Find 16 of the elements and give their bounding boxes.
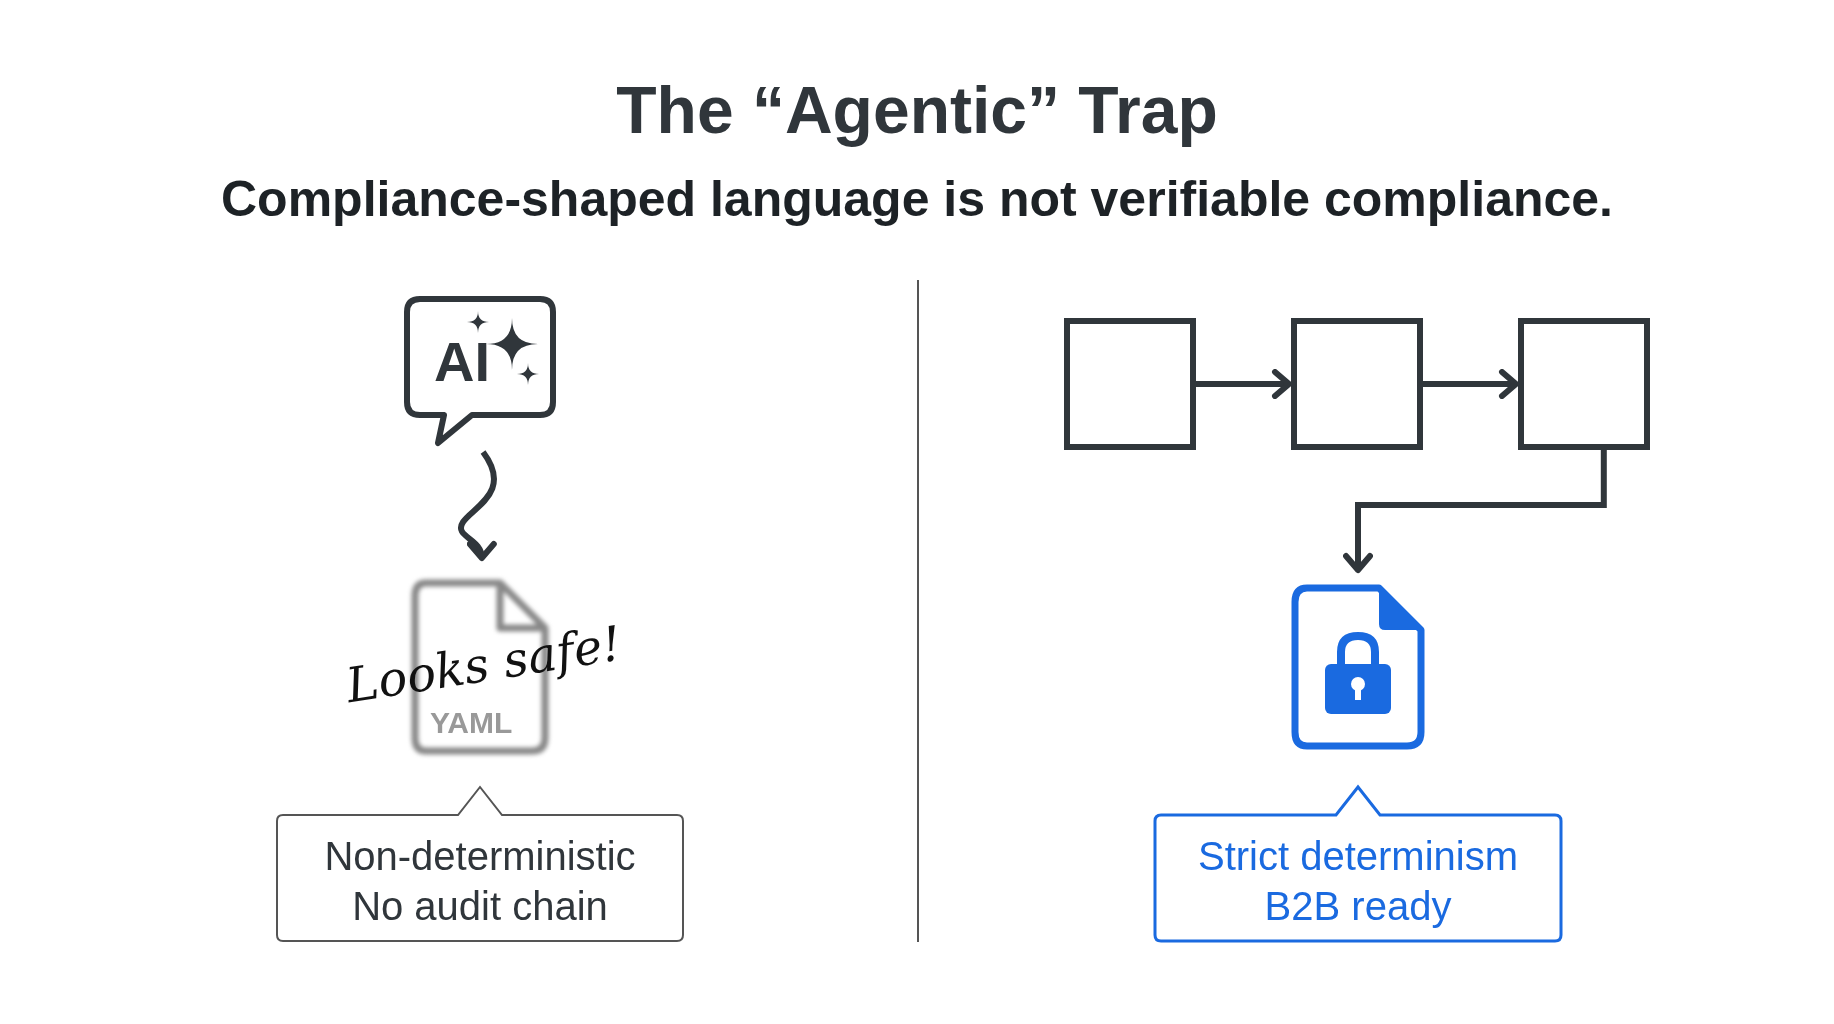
arrow — [1196, 369, 1292, 399]
bubble-text: AI — [434, 334, 490, 390]
callout-text: Strict determinism B2B ready — [1196, 833, 1520, 930]
callout-box — [275, 785, 685, 943]
callout-text: Non-deterministic No audit chain — [323, 833, 637, 930]
callout-box — [1153, 785, 1563, 943]
subtitle: Compliance-shaped language is not verifiable compliance. — [221, 170, 1613, 228]
locked-document-icon — [1291, 584, 1425, 750]
speech-bubble — [404, 296, 556, 446]
process-box — [1064, 318, 1196, 450]
arrow — [1343, 450, 1607, 573]
arrow — [1423, 369, 1519, 399]
arrow — [458, 450, 497, 561]
title: The “Agentic” Trap — [616, 72, 1218, 148]
process-box — [1291, 318, 1423, 450]
process-box — [1518, 318, 1650, 450]
